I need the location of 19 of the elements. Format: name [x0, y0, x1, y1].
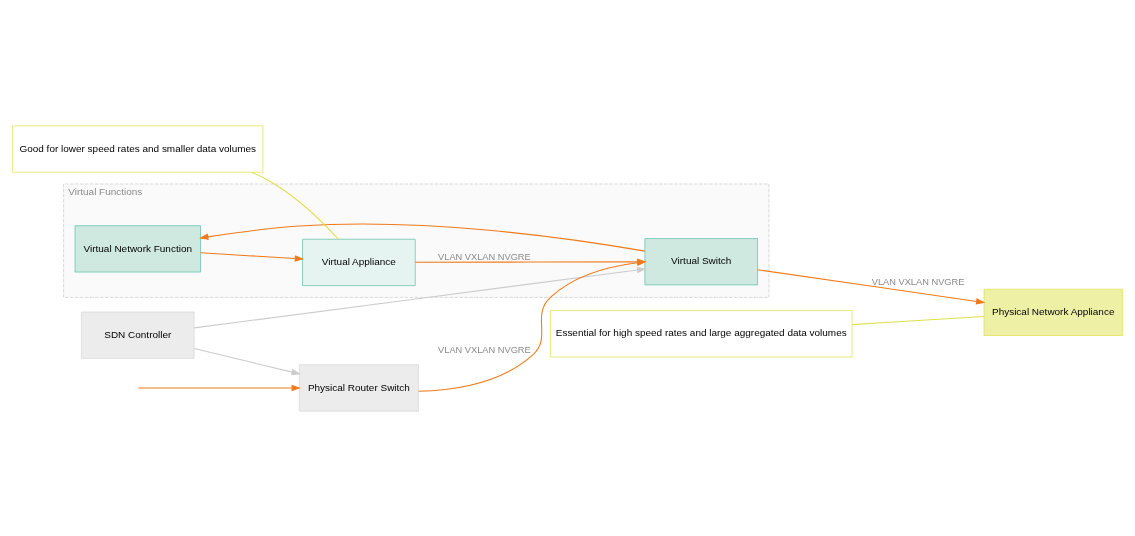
arrow	[138, 384, 301, 391]
node-box: SDN Controller	[81, 311, 195, 359]
node-box: Good for lower speed rates and smaller data volumes	[12, 125, 264, 173]
node-box: Physical Network Appliance	[983, 288, 1123, 336]
connector	[251, 171, 339, 240]
node-box: Physical Router Switch	[298, 363, 419, 411]
node-box: Virtual Switch	[644, 237, 758, 285]
arrow	[193, 266, 647, 328]
edge-label: VLAN VXLAN NVGRE	[438, 344, 531, 355]
edge-label: VLAN VXLAN NVGRE	[871, 276, 965, 287]
arrow	[200, 251, 305, 262]
connector	[851, 315, 985, 325]
arrow	[757, 268, 986, 305]
node-box: Virtual Network Function	[74, 224, 201, 272]
node-box: Essential for high speed rates and large aggregated data volumes	[550, 309, 853, 357]
arrow	[193, 347, 301, 375]
node-box: Virtual Appliance	[302, 238, 416, 286]
arrow	[199, 222, 646, 252]
edge-label: VLAN VXLAN NVGRE	[438, 251, 531, 262]
